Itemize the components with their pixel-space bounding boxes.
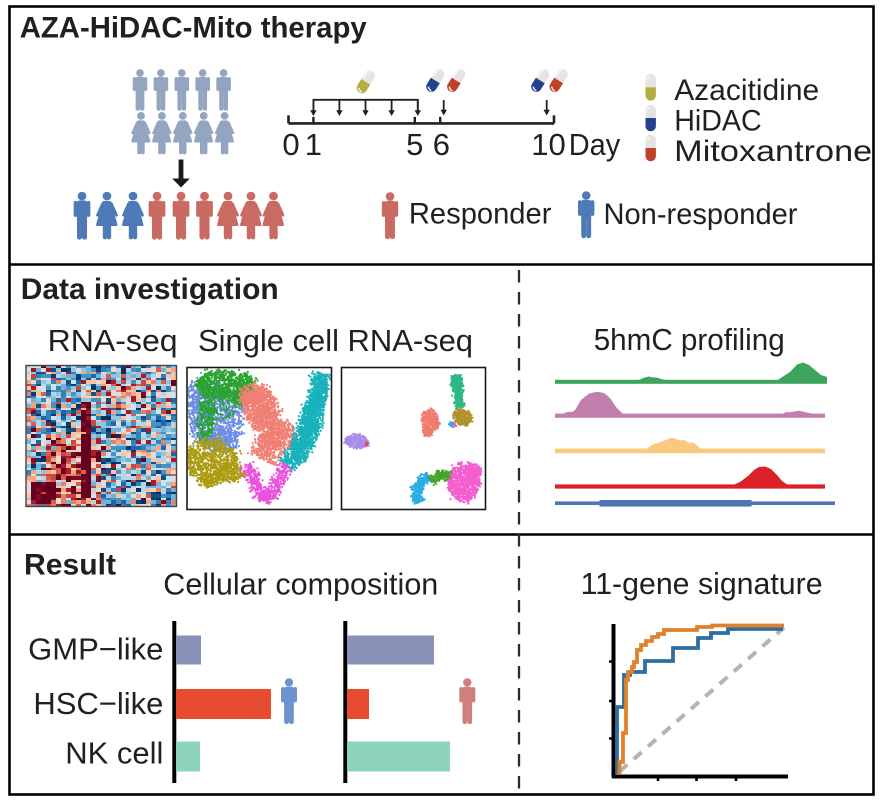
svg-text:1: 1 xyxy=(305,127,322,162)
svg-text:Responder: Responder xyxy=(409,197,552,230)
svg-text:NK cell: NK cell xyxy=(65,736,163,771)
svg-text:0: 0 xyxy=(282,127,299,162)
svg-text:Mitoxantrone: Mitoxantrone xyxy=(674,135,872,168)
svg-text:Non-responder: Non-responder xyxy=(604,198,798,231)
svg-text:GMP−like: GMP−like xyxy=(28,632,163,667)
svg-text:Azacitidine: Azacitidine xyxy=(674,74,819,107)
svg-text:11-gene signature: 11-gene signature xyxy=(581,567,823,601)
svg-text:Cellular composition: Cellular composition xyxy=(163,568,438,602)
svg-text:Single cell RNA-seq: Single cell RNA-seq xyxy=(198,323,473,358)
svg-text:Data investigation: Data investigation xyxy=(21,273,279,306)
svg-text:HSC−like: HSC−like xyxy=(33,686,163,721)
svg-text:10: 10 xyxy=(531,127,565,162)
svg-text:RNA-seq: RNA-seq xyxy=(48,323,178,358)
svg-text:Result: Result xyxy=(24,549,116,582)
svg-text:5: 5 xyxy=(406,127,423,162)
svg-text:5hmC profiling: 5hmC profiling xyxy=(594,323,785,357)
svg-text:HiDAC: HiDAC xyxy=(674,105,762,138)
svg-text:6: 6 xyxy=(433,127,450,162)
svg-text:Day: Day xyxy=(569,127,621,162)
svg-text:AZA-HiDAC-Mito therapy: AZA-HiDAC-Mito therapy xyxy=(20,11,367,44)
